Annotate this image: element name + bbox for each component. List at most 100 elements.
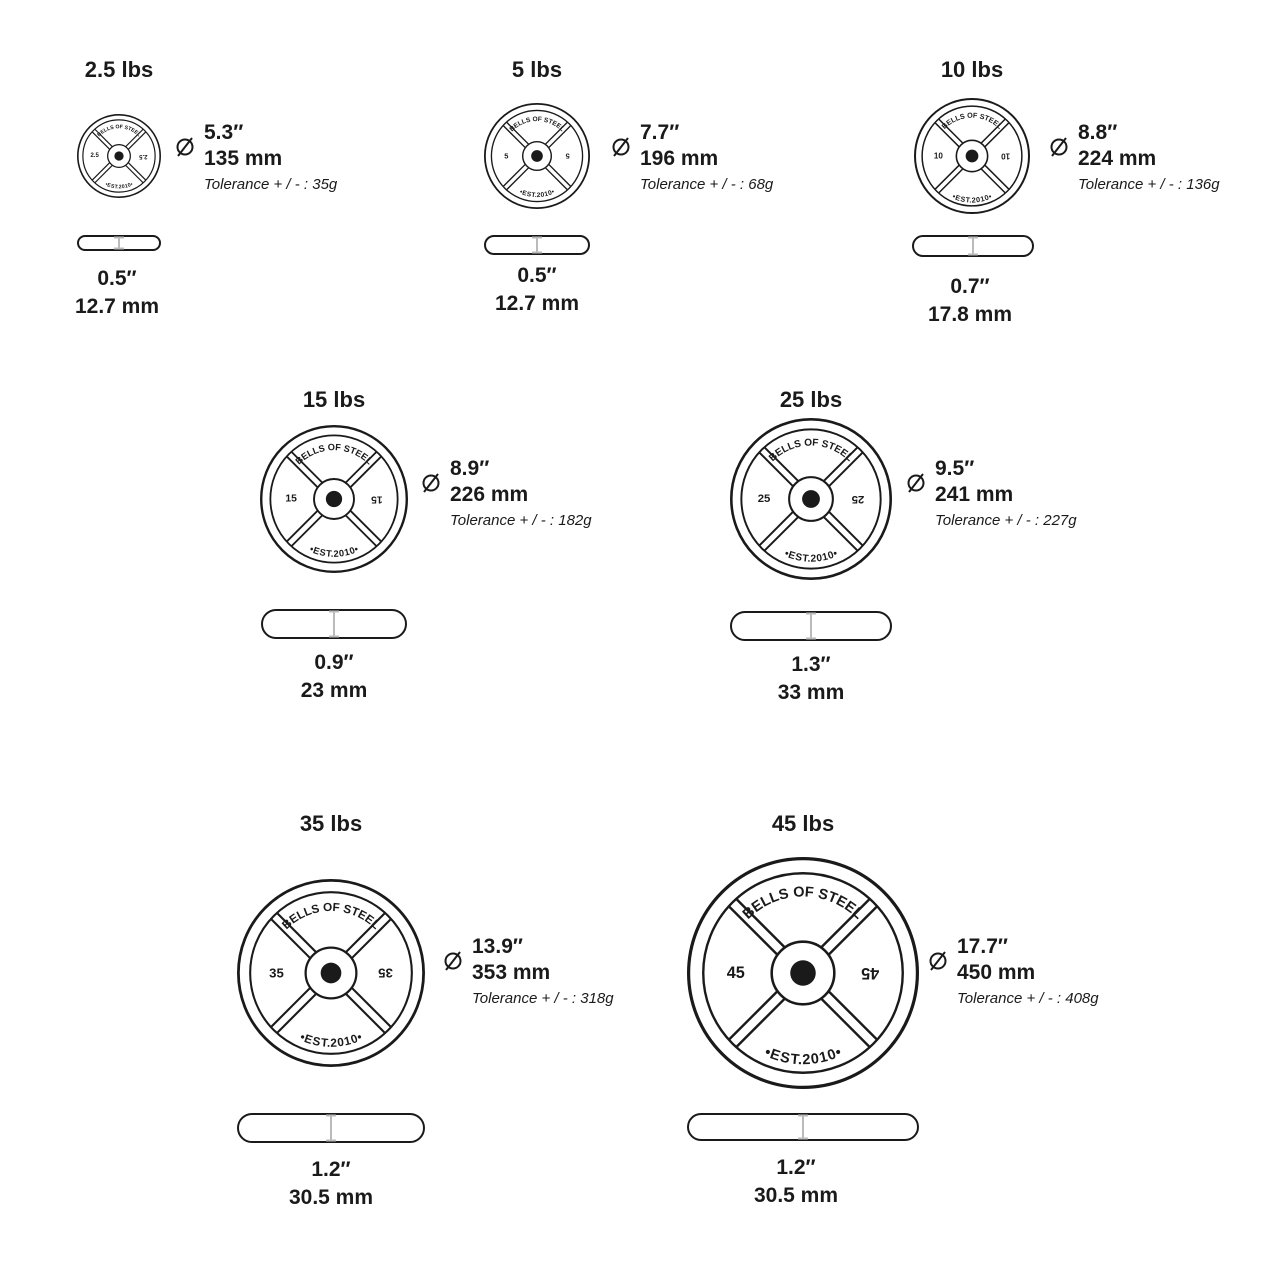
plate-spoke-line [544,166,568,191]
plate-number-right: 15 [371,494,383,505]
plate-weight-title: 2.5 lbs [84,57,154,82]
plate-center-hole [325,490,343,508]
plate-inner-rim [249,891,413,1055]
plate-inner-rim [702,872,904,1074]
plate-weight-title: 5 lbs [511,57,563,82]
tolerance-text: Tolerance + / - : 227g [935,512,1077,529]
plate-spoke-line [819,996,870,1048]
thickness-mm: 12.7 mm [494,292,580,315]
plate-spoke-line [826,989,878,1040]
plate-spoke-line [547,125,572,149]
plate-est-text: •EST.2010• [951,191,993,204]
thickness-inches: 1.2″ [776,1156,816,1179]
plate-spoke-line [983,122,1010,148]
diameter-inches: 5.3″ [204,121,244,144]
plate-side-view [237,1113,425,1143]
plate-spoke-line [822,446,858,483]
plate-spoke-line [938,167,964,194]
plate-number-left: 15 [285,494,297,505]
thickness-mm: 12.7 mm [74,295,160,318]
diameter-icon [444,951,462,971]
diameter-icon [929,951,947,971]
plate-est-text: •EST.2010• [298,1030,364,1049]
plate-weight-title: 45 lbs [771,811,835,836]
tolerance-text: Tolerance + / - : 182g [450,512,592,529]
plate-est-text: •EST.2010• [308,544,360,559]
plate-spoke-line [506,166,530,191]
plate-thickness-spec: 0.5″12.7 mm [495,262,579,318]
tolerance-text: Tolerance + / - : 408g [957,990,1099,1007]
plate-spoke-line [344,992,386,1034]
plate-center-hole [531,150,543,162]
diameter-inches: 13.9″ [472,935,523,958]
diameter-mm: 224 mm [1078,147,1157,170]
diameter-inches: 17.7″ [957,935,1008,958]
plate-spoke-line [826,906,878,957]
plate-spoke-line [94,164,114,184]
plate-weight-title: 10 lbs [940,57,1004,82]
plate-thickness-spec: 0.7″17.8 mm [928,273,1012,329]
plate-spoke-line [934,164,961,190]
plate-diameter-spec: 8.9″ 226 mm Tolerance + / - : 182g [450,456,592,532]
plate-spoke-line [124,128,144,148]
plate-center-hole [114,151,124,161]
plate-inner-rim [82,119,156,193]
diameter-icon [1050,137,1068,157]
diameter-mm: 226 mm [450,483,529,506]
plate-spoke-line [502,125,527,149]
plate-spoke-line [350,918,392,960]
plate-diameter-spec: 13.9″ 353 mm Tolerance + / - : 318g [472,934,614,1010]
plate-spoke-line [349,456,382,489]
plate-number-right: 5 [566,152,570,161]
plate-number-left: 45 [727,964,745,982]
plate-spoke-line [728,906,780,957]
thickness-mm: 23 mm [300,679,368,702]
diameter-mm: 353 mm [472,961,551,984]
diameter-inches: 8.9″ [450,457,490,480]
thickness-mm: 30.5 mm [288,1186,374,1209]
tolerance-text: Tolerance + / - : 136g [1078,176,1220,193]
plate-number-right: 35 [378,966,393,981]
plate-spoke-line [94,128,114,148]
plate-spoke-line [934,122,961,148]
plate-spoke-line [350,986,392,1028]
thickness-mm: 17.8 mm [927,303,1013,326]
plate-spoke-line [291,451,324,484]
plate-thickness-spec: 0.9″23 mm [301,649,368,705]
plate-spoke-line [728,989,780,1040]
plate-spoke-line [980,118,1006,145]
plate-spoke-line [291,514,324,547]
plate-side-view [261,609,407,639]
plate-center-hole [965,149,979,163]
plate-side-view [484,235,590,255]
plate-number-left: 35 [269,966,284,981]
plate-inner-rim [921,105,1023,207]
plate-spoke-line [544,121,568,146]
plate-est-text: •EST.2010• [783,548,840,565]
plate-weight-title: 25 lbs [779,387,843,412]
plate-spoke-line [286,456,319,489]
plate-spoke-line [980,167,1006,194]
plate-spoke-line [758,510,795,546]
plate-thickness-spec: 0.5″ 12.7 mm [75,265,159,321]
plate-spoke-line [736,996,787,1048]
plate-spoke-line [938,118,964,145]
thickness-inches: 1.3″ [791,653,831,676]
plate-weight-title: 15 lbs [302,387,366,412]
plate-spoke-line [344,912,386,954]
thickness-inches: 0.5″ [97,267,137,290]
plate-spoke-line [502,163,527,187]
thickness-mm: 33 mm [777,681,845,704]
tolerance-text: Tolerance + / - : 318g [472,990,614,1007]
plate-number-left: 2.5 [90,153,99,159]
plate-est-text: •EST.2010• [104,182,134,191]
plate-spoke-line [344,514,377,547]
plate-side-view [730,611,892,641]
plate-weight-title: 35 lbs [299,811,363,836]
plate-spoke-line [276,912,318,954]
